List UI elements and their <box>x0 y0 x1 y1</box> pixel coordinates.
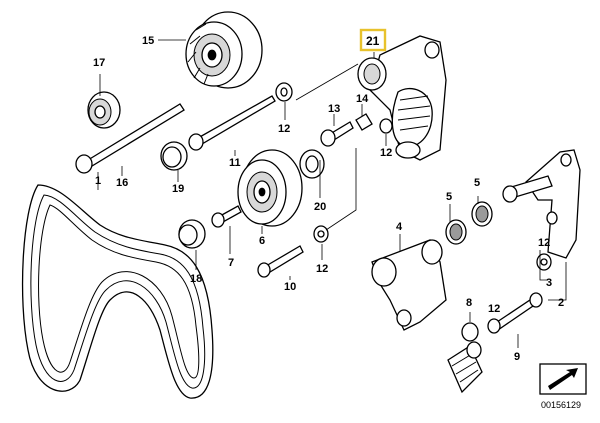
label-12-right: 12 <box>380 147 392 159</box>
label-19: 19 <box>172 183 184 195</box>
cap-19[interactable] <box>160 141 188 171</box>
washer-8[interactable] <box>461 322 479 342</box>
label-12-bottom: 12 <box>488 303 500 315</box>
callout-labels: 15 17 1 16 19 11 12 13 14 12 20 6 7 18 1… <box>93 35 564 363</box>
label-3: 3 <box>546 277 552 289</box>
label-15: 15 <box>142 35 154 47</box>
bearing-5-right[interactable] <box>471 201 493 227</box>
label-9: 9 <box>514 351 520 363</box>
label-11: 11 <box>229 157 241 169</box>
bolt-11[interactable] <box>188 95 276 151</box>
bracket-3[interactable] <box>502 149 581 259</box>
bolt-13[interactable] <box>320 121 354 147</box>
label-8: 8 <box>466 297 472 309</box>
label-14: 14 <box>356 93 369 105</box>
label-20: 20 <box>314 201 326 213</box>
arrow-box-icon <box>539 363 587 395</box>
label-12-middle: 12 <box>316 263 328 275</box>
washer-12-lower-right[interactable] <box>536 253 552 271</box>
nut-14[interactable] <box>355 113 373 131</box>
tensioner-arm-4[interactable] <box>371 239 447 331</box>
bolt-7[interactable] <box>211 205 242 228</box>
drawing-number: 00156129 <box>541 400 581 410</box>
cap-17[interactable] <box>87 91 121 129</box>
washer-20[interactable] <box>299 149 325 179</box>
label-16: 16 <box>116 177 128 189</box>
washer-12-middle[interactable] <box>313 225 329 243</box>
bolt-9[interactable] <box>493 292 543 331</box>
label-4: 4 <box>396 221 403 233</box>
pulley-6[interactable] <box>237 149 303 227</box>
label-17: 17 <box>93 57 105 69</box>
label-5-right: 5 <box>474 177 480 189</box>
pulley-15[interactable] <box>185 11 263 89</box>
cap-18[interactable] <box>178 219 206 249</box>
highlight-21[interactable]: 21 <box>359 28 387 52</box>
label-2: 2 <box>558 297 564 309</box>
label-13: 13 <box>328 103 340 115</box>
washer-12-bottom[interactable] <box>487 318 501 334</box>
label-6: 6 <box>259 235 265 247</box>
label-21: 21 <box>366 34 380 48</box>
tensioner-assembly-21[interactable] <box>357 35 447 161</box>
label-18: 18 <box>190 273 202 285</box>
damper[interactable] <box>447 341 483 394</box>
label-1: 1 <box>95 175 101 187</box>
label-10: 10 <box>284 281 296 293</box>
label-12-top: 12 <box>278 123 290 135</box>
bearing-5-left[interactable] <box>445 219 467 245</box>
label-5-left: 5 <box>446 191 452 203</box>
bolt-10[interactable] <box>257 245 304 278</box>
bolt-16[interactable] <box>75 103 185 174</box>
label-12-lower-right: 12 <box>538 237 550 249</box>
washer-12-right[interactable] <box>379 118 393 134</box>
leader-lines <box>97 39 567 348</box>
washer-12-top[interactable] <box>275 82 293 102</box>
drive-belt[interactable] <box>21 184 214 399</box>
label-7: 7 <box>228 257 234 269</box>
